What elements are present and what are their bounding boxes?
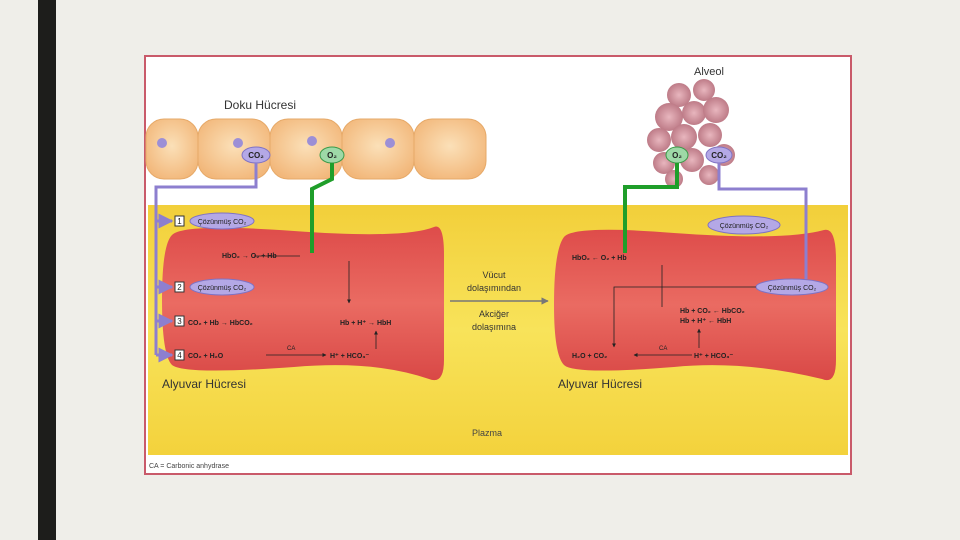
akciger-label-1: Akciğer	[479, 309, 509, 319]
left-dissolved-co2-top-label: Çözünmüş CO₂	[198, 219, 247, 226]
step-number-2: 2	[177, 283, 182, 292]
step-number-3: 3	[177, 317, 182, 326]
alveolus-co2-label: CO₂	[711, 151, 727, 160]
right-red-blood-cell	[554, 229, 836, 381]
tissue-o2-label: O₂	[327, 151, 337, 160]
right-hbco2-reaction: Hb + CO₂ ← HbCO₂	[680, 308, 745, 315]
right-hco3-products: H⁺ + HCO₃⁻	[694, 353, 734, 360]
step-box-3	[174, 315, 185, 327]
step-box-4	[174, 349, 185, 361]
left-alyuvar-label: Alyuvar Hücresi	[162, 377, 246, 391]
left-o2-path	[310, 163, 334, 253]
left-red-blood-cell	[162, 226, 444, 381]
left-hbco2-reaction: CO₂ + Hb → HbCO₂	[188, 320, 253, 327]
nucleus-icon	[157, 138, 167, 148]
right-o2-path	[623, 163, 679, 253]
tissue-cells	[145, 118, 487, 180]
doku-hucresi-label: Doku Hücresi	[224, 98, 296, 112]
right-dissolved-co2-top	[707, 215, 781, 235]
vucut-label-1: Vücut	[482, 270, 506, 280]
nucleus-icon	[307, 136, 317, 146]
akciger-label-2: dolaşımına	[472, 322, 516, 332]
right-hco3-reaction: H₂O + CO₂	[572, 353, 607, 360]
left-dissolved-co2-top	[189, 212, 255, 230]
footnote: CA = Carbonic anhydrase	[149, 463, 229, 470]
step-number-4: 4	[177, 351, 182, 360]
left-hbh-reaction: Hb + H⁺ → HbH	[340, 320, 391, 327]
vucut-label-2: dolaşımından	[467, 283, 521, 293]
left-hco3-reaction: CO₂ + H₂O	[188, 353, 224, 360]
right-co2-path	[717, 163, 808, 279]
right-hbh-reaction: Hb + H⁺ ← HbH	[680, 318, 731, 325]
diagram-frame: CO₂ O₂ Doku Hücresi Alveol O₂ CO₂ 1	[144, 55, 854, 475]
gas-exchange-diagram: CO₂ O₂ Doku Hücresi Alveol O₂ CO₂ 1	[144, 55, 852, 475]
alveolus-o2-label: O₂	[672, 151, 682, 160]
right-alyuvar-label: Alyuvar Hücresi	[558, 377, 642, 391]
left-co2-path	[154, 163, 258, 355]
right-dissolved-co2-top-label: Çözünmüş CO₂	[720, 223, 769, 230]
left-accent-bar	[38, 0, 56, 540]
right-dissolved-co2-mid-label: Çözünmüş CO₂	[768, 285, 817, 292]
tissue-co2-label: CO₂	[248, 151, 264, 160]
left-dissolved-co2-mid	[189, 278, 255, 296]
left-ca-label: CA	[287, 346, 295, 352]
plazma-label: Plazma	[472, 428, 502, 438]
right-ca-label: CA	[659, 346, 667, 352]
step-number-1: 1	[177, 217, 182, 226]
step-box-2	[174, 281, 185, 293]
nucleus-icon	[233, 138, 243, 148]
right-hbo2-reaction: HbO₂ ← O₂ + Hb	[572, 255, 627, 262]
nucleus-icon	[385, 138, 395, 148]
left-hco3-products: H⁺ + HCO₃⁻	[330, 353, 370, 360]
left-dissolved-co2-mid-label: Çözünmüş CO₂	[198, 285, 247, 292]
alveol-label: Alveol	[694, 66, 724, 78]
step-box-1	[174, 215, 185, 227]
left-hbo2-reaction: HbO₂ → O₂ + Hb	[222, 253, 277, 260]
